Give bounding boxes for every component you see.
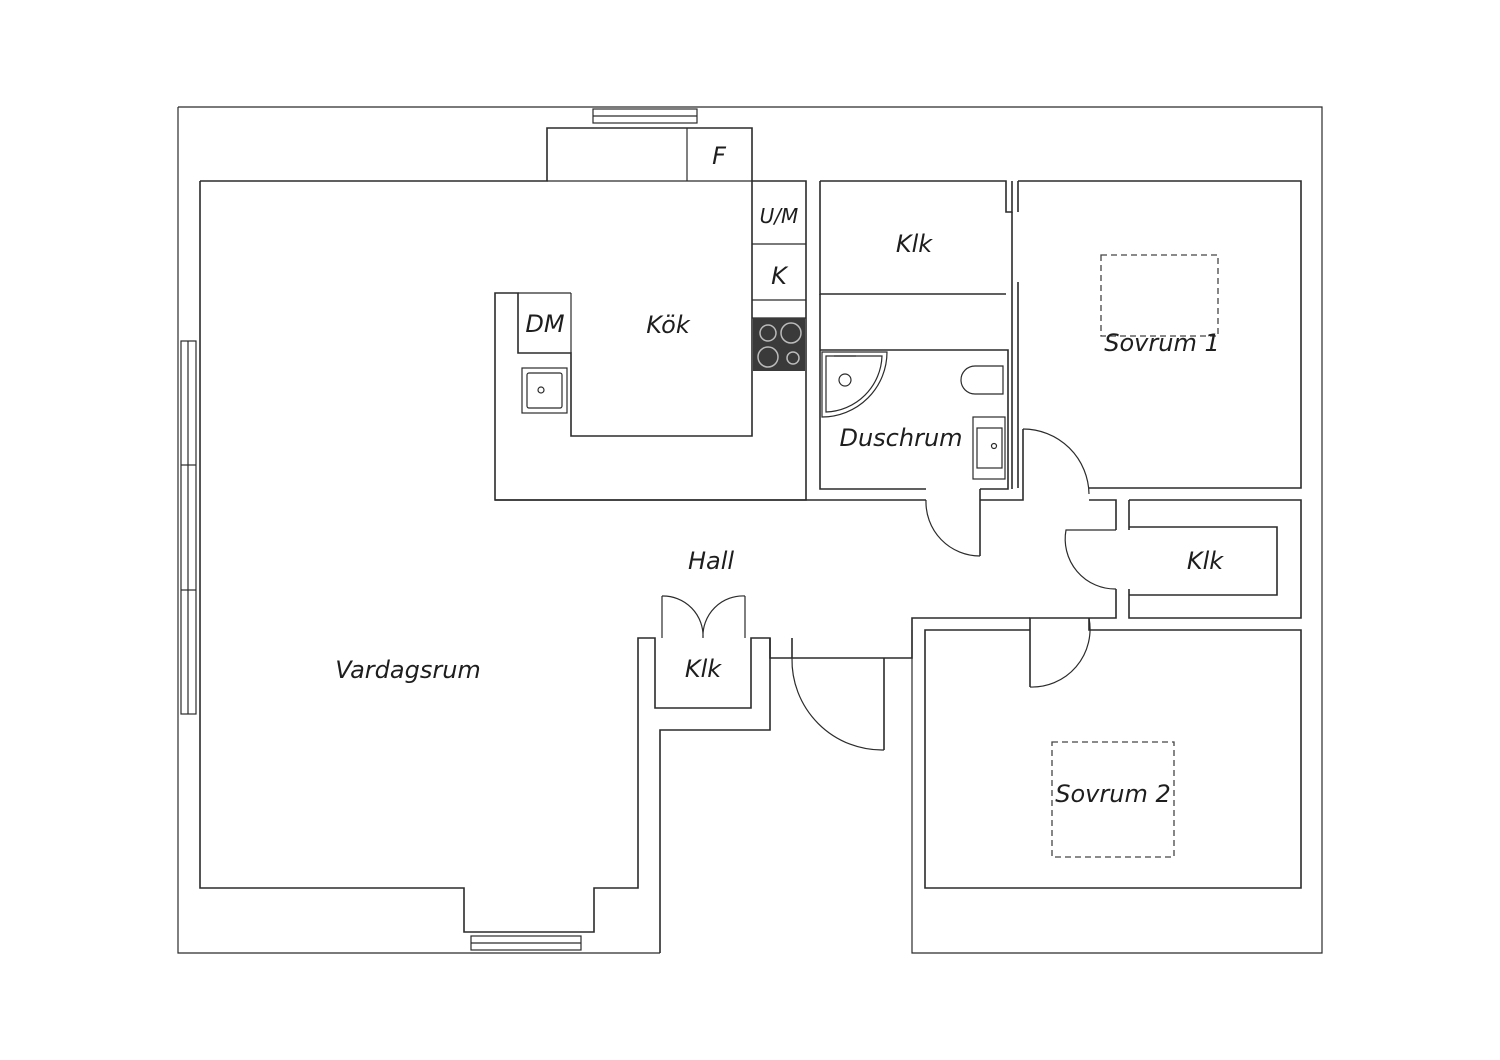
bed-outline-bedroom1: [1100, 254, 1219, 337]
label-fridge: F: [712, 142, 727, 170]
stove-icon: [753, 318, 805, 371]
window-left: [180, 340, 197, 715]
corridor-walls: [495, 429, 1302, 889]
window-bottom: [470, 935, 582, 951]
label-washer: U/M: [760, 204, 799, 228]
toilet-icon: [960, 365, 1004, 395]
label-bedroom2: Sovrum 2: [1055, 780, 1170, 808]
door-bedroom1: [1022, 428, 1090, 495]
label-shower-room: Duschrum: [839, 424, 962, 452]
label-living-room: Vardagsrum: [335, 656, 481, 684]
outer-boundary: [177, 106, 1323, 954]
label-dishwasher: DM: [525, 310, 564, 338]
door-closet-right: [1064, 529, 1117, 590]
sink-icon: [521, 367, 568, 414]
label-freezer: K: [771, 262, 789, 290]
basin-icon: [972, 416, 1006, 480]
label-hall: Hall: [688, 547, 734, 575]
label-kitchen: Kök: [646, 311, 691, 339]
label-closet-top: Klk: [896, 230, 933, 258]
window-top: [592, 108, 698, 124]
shower-icon: [821, 351, 888, 418]
label-bedroom1: Sovrum 1: [1104, 329, 1219, 357]
living-room-walls: [199, 127, 807, 953]
door-shower: [925, 499, 981, 557]
door-bedroom2: [1029, 617, 1091, 688]
door-closet-hall: [661, 595, 746, 639]
bed-outline-bedroom2: [1051, 741, 1175, 858]
door-entrance: [791, 657, 885, 751]
label-closet-right: Klk: [1187, 547, 1224, 575]
label-closet-hall: Klk: [685, 655, 722, 683]
